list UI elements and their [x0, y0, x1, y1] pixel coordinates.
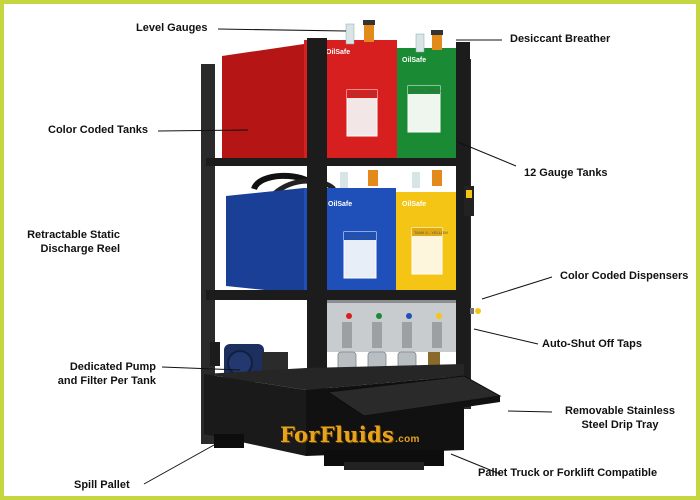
label-static-reel-line2: Discharge Reel	[40, 243, 120, 255]
shelf-lower	[206, 290, 468, 300]
label-spill-pallet: Spill Pallet	[74, 479, 130, 491]
label-pump-filter-line2: and Filter Per Tank	[57, 375, 156, 387]
label-drip-tray-line2: Steel Drip Tray	[581, 419, 659, 431]
spill-pallet-shape	[204, 364, 464, 470]
leader-auto-shutoff	[473, 328, 539, 345]
label-color-coded-tanks: Color Coded Tanks	[48, 124, 149, 136]
leader-pallet-truck	[450, 453, 501, 475]
tank-logo-blue: OilSafe	[328, 201, 352, 208]
drip-tray-shape	[326, 375, 502, 422]
label-pallet-truck: Pallet Truck or Forklift Compatible	[478, 467, 658, 479]
leader-pump	[161, 366, 241, 371]
label-static-reel: Retractable Static Discharge Reel	[16, 228, 120, 256]
tank-logo-yellow: OilSafe	[402, 201, 426, 208]
tank-tag-3: TANK 3 - BLUE	[347, 234, 375, 239]
leader-drip-tray	[507, 410, 553, 413]
tank-tag-4: TANK 4 - YELLOW	[414, 230, 448, 235]
tank-blue: OilSafe TANK 3 - BLUE	[226, 188, 396, 296]
tank-logo-red: OilSafe	[326, 49, 350, 56]
leader-12-gauge	[457, 141, 517, 167]
brand-logo: ForFluids.com	[280, 422, 420, 447]
mid-breathers	[340, 170, 442, 188]
label-color-coded-dispensers: Color Coded Dispensers	[560, 270, 689, 282]
dispenser-panel	[326, 300, 481, 352]
leader-level-gauges	[217, 28, 347, 32]
leader-color-tanks	[157, 129, 249, 132]
static-reel	[464, 186, 474, 216]
tank-logo-green: OilSafe	[402, 57, 426, 64]
leader-dispensers	[481, 276, 553, 300]
front-post-right	[456, 42, 470, 396]
tank-tag-2: TANK 2 - GREEN	[410, 88, 442, 93]
label-12-gauge-tanks: 12 Gauge Tanks	[524, 167, 608, 179]
label-level-gauges: Level Gauges	[136, 22, 208, 34]
label-drip-tray: Removable Stainless Steel Drip Tray	[552, 404, 688, 432]
leader-lines	[143, 28, 553, 485]
label-auto-shutoff-taps: Auto-Shut Off Taps	[542, 338, 642, 350]
leader-spill-pallet	[143, 444, 215, 485]
label-drip-tray-line1: Removable Stainless	[564, 405, 676, 417]
label-desiccant-breather: Desiccant Breather	[510, 33, 611, 45]
front-post-left	[307, 38, 327, 450]
rack-illustration: OilSafe TANK 1 - RED OilSafe TANK 2 - GR…	[143, 20, 553, 485]
brand-suffix: .com	[395, 434, 420, 445]
shelf-middle	[206, 158, 468, 166]
top-breathers	[345, 20, 443, 53]
tank-tag-1: TANK 1 - RED	[350, 92, 376, 97]
label-pump-filter-line1: Dedicated Pump	[69, 361, 156, 373]
label-pump-filter: Dedicated Pump and Filter Per Tank	[18, 360, 156, 388]
brand-name: ForFluids	[280, 422, 395, 447]
tank-green: OilSafe TANK 2 - GREEN	[397, 48, 466, 160]
tank-yellow: OilSafe TANK 4 - YELLOW	[396, 192, 460, 296]
label-static-reel-line1: Retractable Static	[27, 229, 120, 241]
